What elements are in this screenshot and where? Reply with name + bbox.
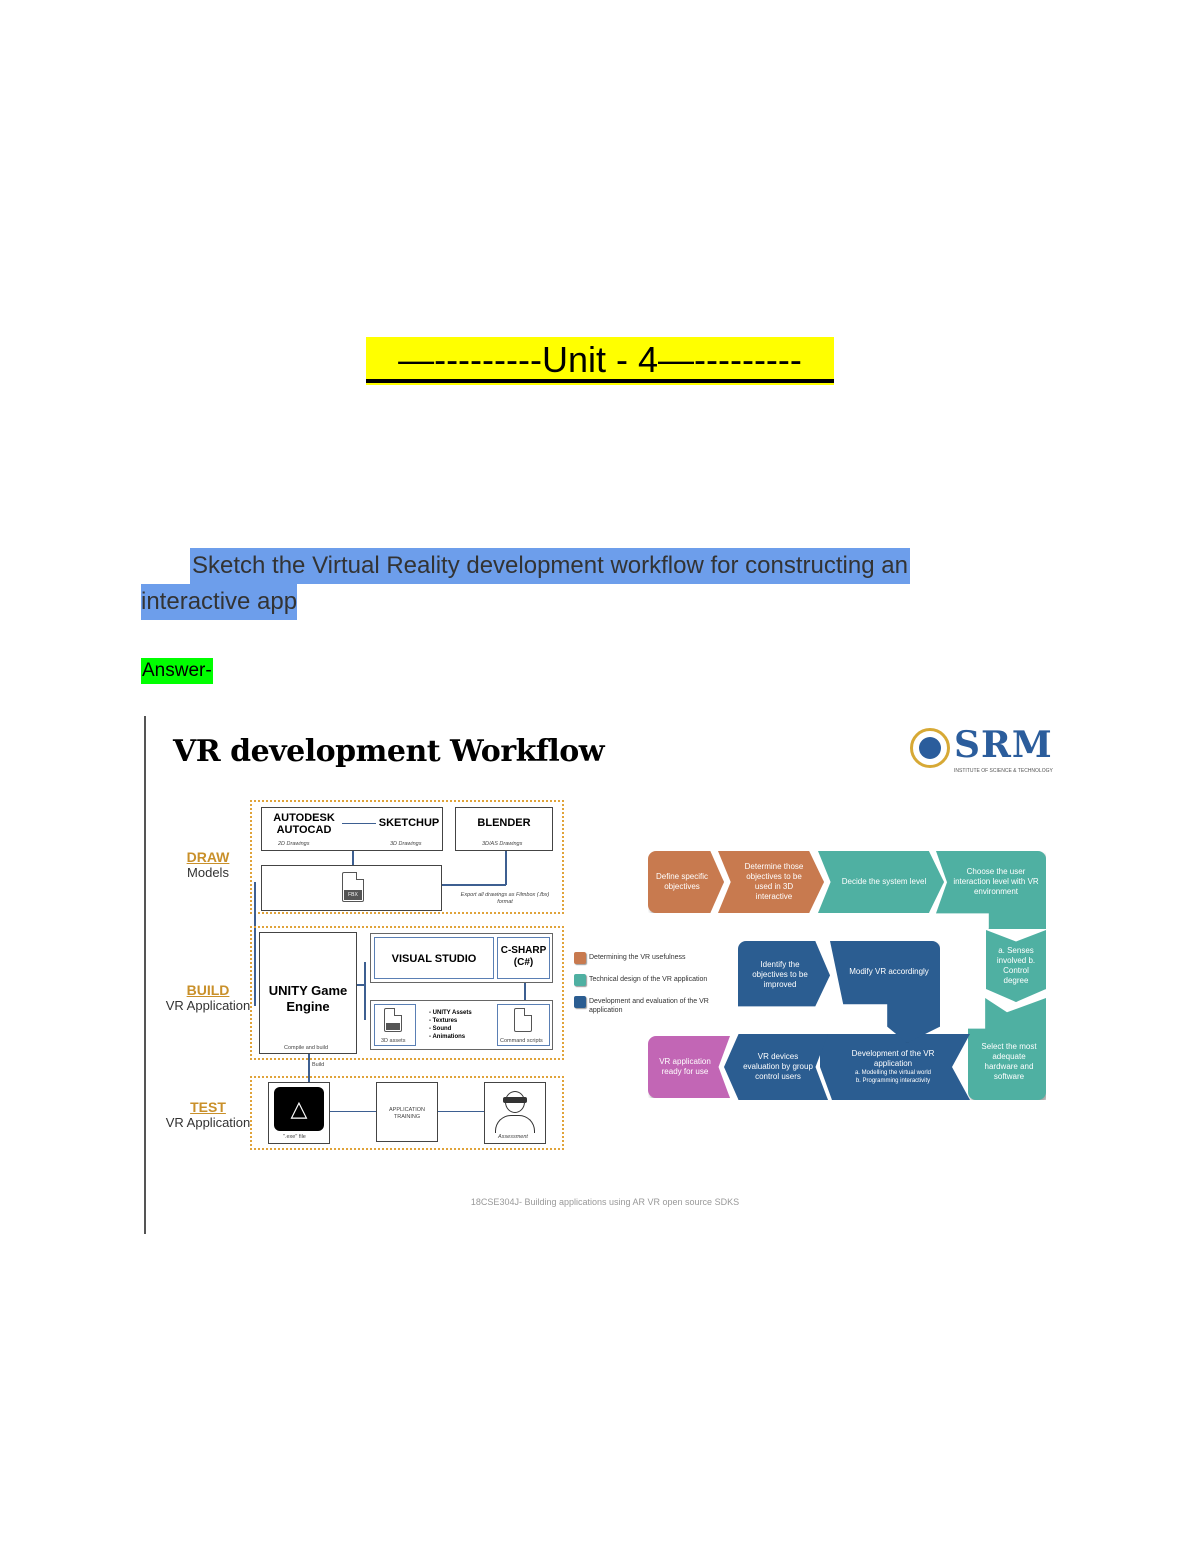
connector <box>357 984 365 986</box>
autocad-caption: 2D Drawings <box>278 841 310 847</box>
sketchup-label: SKETCHUP <box>378 817 440 829</box>
unit-heading: —---------Unit - 4—--------- <box>366 337 834 385</box>
3d-assets-caption: 3D assets <box>381 1038 406 1044</box>
vr-workflow-figure: VR development Workflow SRM INSTITUTE OF… <box>150 716 1060 1236</box>
ide-group: VISUAL STUDIO C-SHARP (C#) <box>370 933 553 983</box>
flow-step-modify-vr: Modify VR accordingly <box>830 941 940 1043</box>
unit-heading-text: —---------Unit - 4—--------- <box>398 339 802 380</box>
fbx-tag: FBX <box>344 890 362 900</box>
exe-caption: ".exe" file <box>283 1134 306 1140</box>
blender-caption: 3D/AS Drawings <box>482 841 523 847</box>
stage-draw: DRAW Models <box>163 849 253 881</box>
fbx-box: FBX <box>261 865 442 911</box>
question-line-2: interactive app <box>141 584 298 620</box>
flow-step-device-evaluation: VR devices evaluation by group control u… <box>724 1034 828 1100</box>
flow-step-decide-system-level: Decide the system level <box>818 851 944 913</box>
stage-test: TEST VR Application <box>163 1099 253 1131</box>
assets-group: 3D assets - UNITY Assets - Textures - So… <box>370 1000 553 1050</box>
sketchup-caption: 3D Drawings <box>390 841 422 847</box>
flow-step-ready-for-use: VR application ready for use <box>648 1036 730 1098</box>
arrow-training-to-assessment <box>438 1111 484 1112</box>
flow-step-identify-objectives: Identify the objectives to be improved <box>738 941 830 1007</box>
srm-logo-text: SRM <box>954 724 1053 766</box>
exe-box: △ ".exe" file <box>268 1082 330 1144</box>
export-note: Export all drawings as Filmbox (.fbx) fo… <box>460 892 550 905</box>
legend-swatch <box>574 996 586 1008</box>
build-section <box>250 926 564 1060</box>
flow-step-determine-objectives: Determine those objectives to be used in… <box>718 851 824 913</box>
connector <box>364 962 366 1020</box>
asset-item: - UNITY Assets <box>429 1010 472 1016</box>
build-label: Build <box>312 1062 325 1068</box>
left-border-rule <box>144 716 146 1234</box>
srm-logo: SRM INSTITUTE OF SCIENCE & TECHNOLOGY <box>910 724 1060 778</box>
csharp-box: C-SHARP (C#) <box>497 937 550 979</box>
heading-underline <box>366 379 834 383</box>
connector <box>505 851 507 885</box>
arrow-exe-to-training <box>330 1111 376 1112</box>
stage-subtitle: VR Application <box>165 998 251 1013</box>
slide-footer: 18CSE304J- Building applications using A… <box>470 1197 740 1207</box>
srm-logo-subtitle: INSTITUTE OF SCIENCE & TECHNOLOGY <box>954 768 1053 774</box>
question-line-1: Sketch the Virtual Reality development w… <box>190 548 910 584</box>
blender-box: BLENDER 3D/AS Drawings <box>455 807 553 851</box>
headset-icon <box>503 1097 527 1103</box>
draw-section <box>250 800 564 914</box>
stage-subtitle: VR Application <box>165 1115 251 1130</box>
flow-step-interaction-level: Choose the user interaction level with V… <box>936 851 1046 929</box>
flow-step-senses-control: a. Senses involved b. Control degree <box>986 930 1046 1002</box>
asset-item: - Textures <box>429 1018 458 1024</box>
asset-list: - UNITY Assets - Textures - Sound - Anim… <box>429 1009 472 1041</box>
flow-step-define-objectives: Define specific objectives <box>648 851 724 913</box>
flow-step-select-hardware: Select the most adequate hardware and so… <box>968 998 1046 1100</box>
visual-studio-label: VISUAL STUDIO <box>391 953 477 965</box>
unity-logo-icon: △ <box>274 1087 324 1131</box>
autocad-label: AUTODESK AUTOCAD <box>273 812 335 836</box>
arrow-autocad-to-sketchup <box>342 823 376 824</box>
assessment-box: Assessment <box>484 1082 546 1144</box>
csharp-label: C-SHARP (C#) <box>500 945 547 968</box>
scripts-caption: Command scripts <box>500 1038 543 1044</box>
legend-swatch <box>574 974 586 986</box>
training-label: APPLICATION TRAINING <box>389 1107 425 1120</box>
fbx-file-icon: FBX <box>342 872 364 902</box>
visual-studio-box: VISUAL STUDIO <box>374 937 494 979</box>
stage-title: DRAW <box>186 849 230 865</box>
script-file-icon <box>514 1008 532 1032</box>
unity-box: UNITY Game Engine Compile and build <box>259 932 357 1054</box>
assessment-caption: Assessment <box>498 1134 528 1140</box>
connector <box>352 851 354 865</box>
legend-swatch <box>574 952 586 964</box>
asset-item: - Animations <box>429 1034 466 1040</box>
connector <box>442 884 506 886</box>
unity-caption: Compile and build <box>284 1045 329 1051</box>
3d-file-icon <box>384 1008 402 1032</box>
figure-title: VR development Workflow <box>173 734 605 769</box>
stage-title: BUILD <box>186 982 230 998</box>
srm-seal-icon <box>910 728 950 768</box>
stage-build: BUILD VR Application <box>163 982 253 1014</box>
asset-item: - Sound <box>429 1026 452 1032</box>
connector <box>524 983 526 1000</box>
scripts-box: Command scripts <box>497 1004 550 1046</box>
3d-assets-box: 3D assets <box>374 1004 416 1046</box>
answer-label: Answer- <box>141 658 213 684</box>
stage-title: TEST <box>190 1099 226 1115</box>
connector <box>308 1054 310 1086</box>
connector <box>254 882 256 1006</box>
autocad-sketchup-box: AUTODESK AUTOCAD SKETCHUP 2D Drawings 3D… <box>261 807 443 851</box>
unity-label: UNITY Game Engine <box>268 983 348 1014</box>
user-body-icon <box>495 1115 535 1133</box>
stage-subtitle: Models <box>187 865 229 880</box>
flow-step-development: Development of the VR application a. Mod… <box>820 1034 970 1100</box>
blender-label: BLENDER <box>477 817 531 829</box>
test-section <box>250 1076 564 1150</box>
training-box: APPLICATION TRAINING <box>376 1082 438 1142</box>
